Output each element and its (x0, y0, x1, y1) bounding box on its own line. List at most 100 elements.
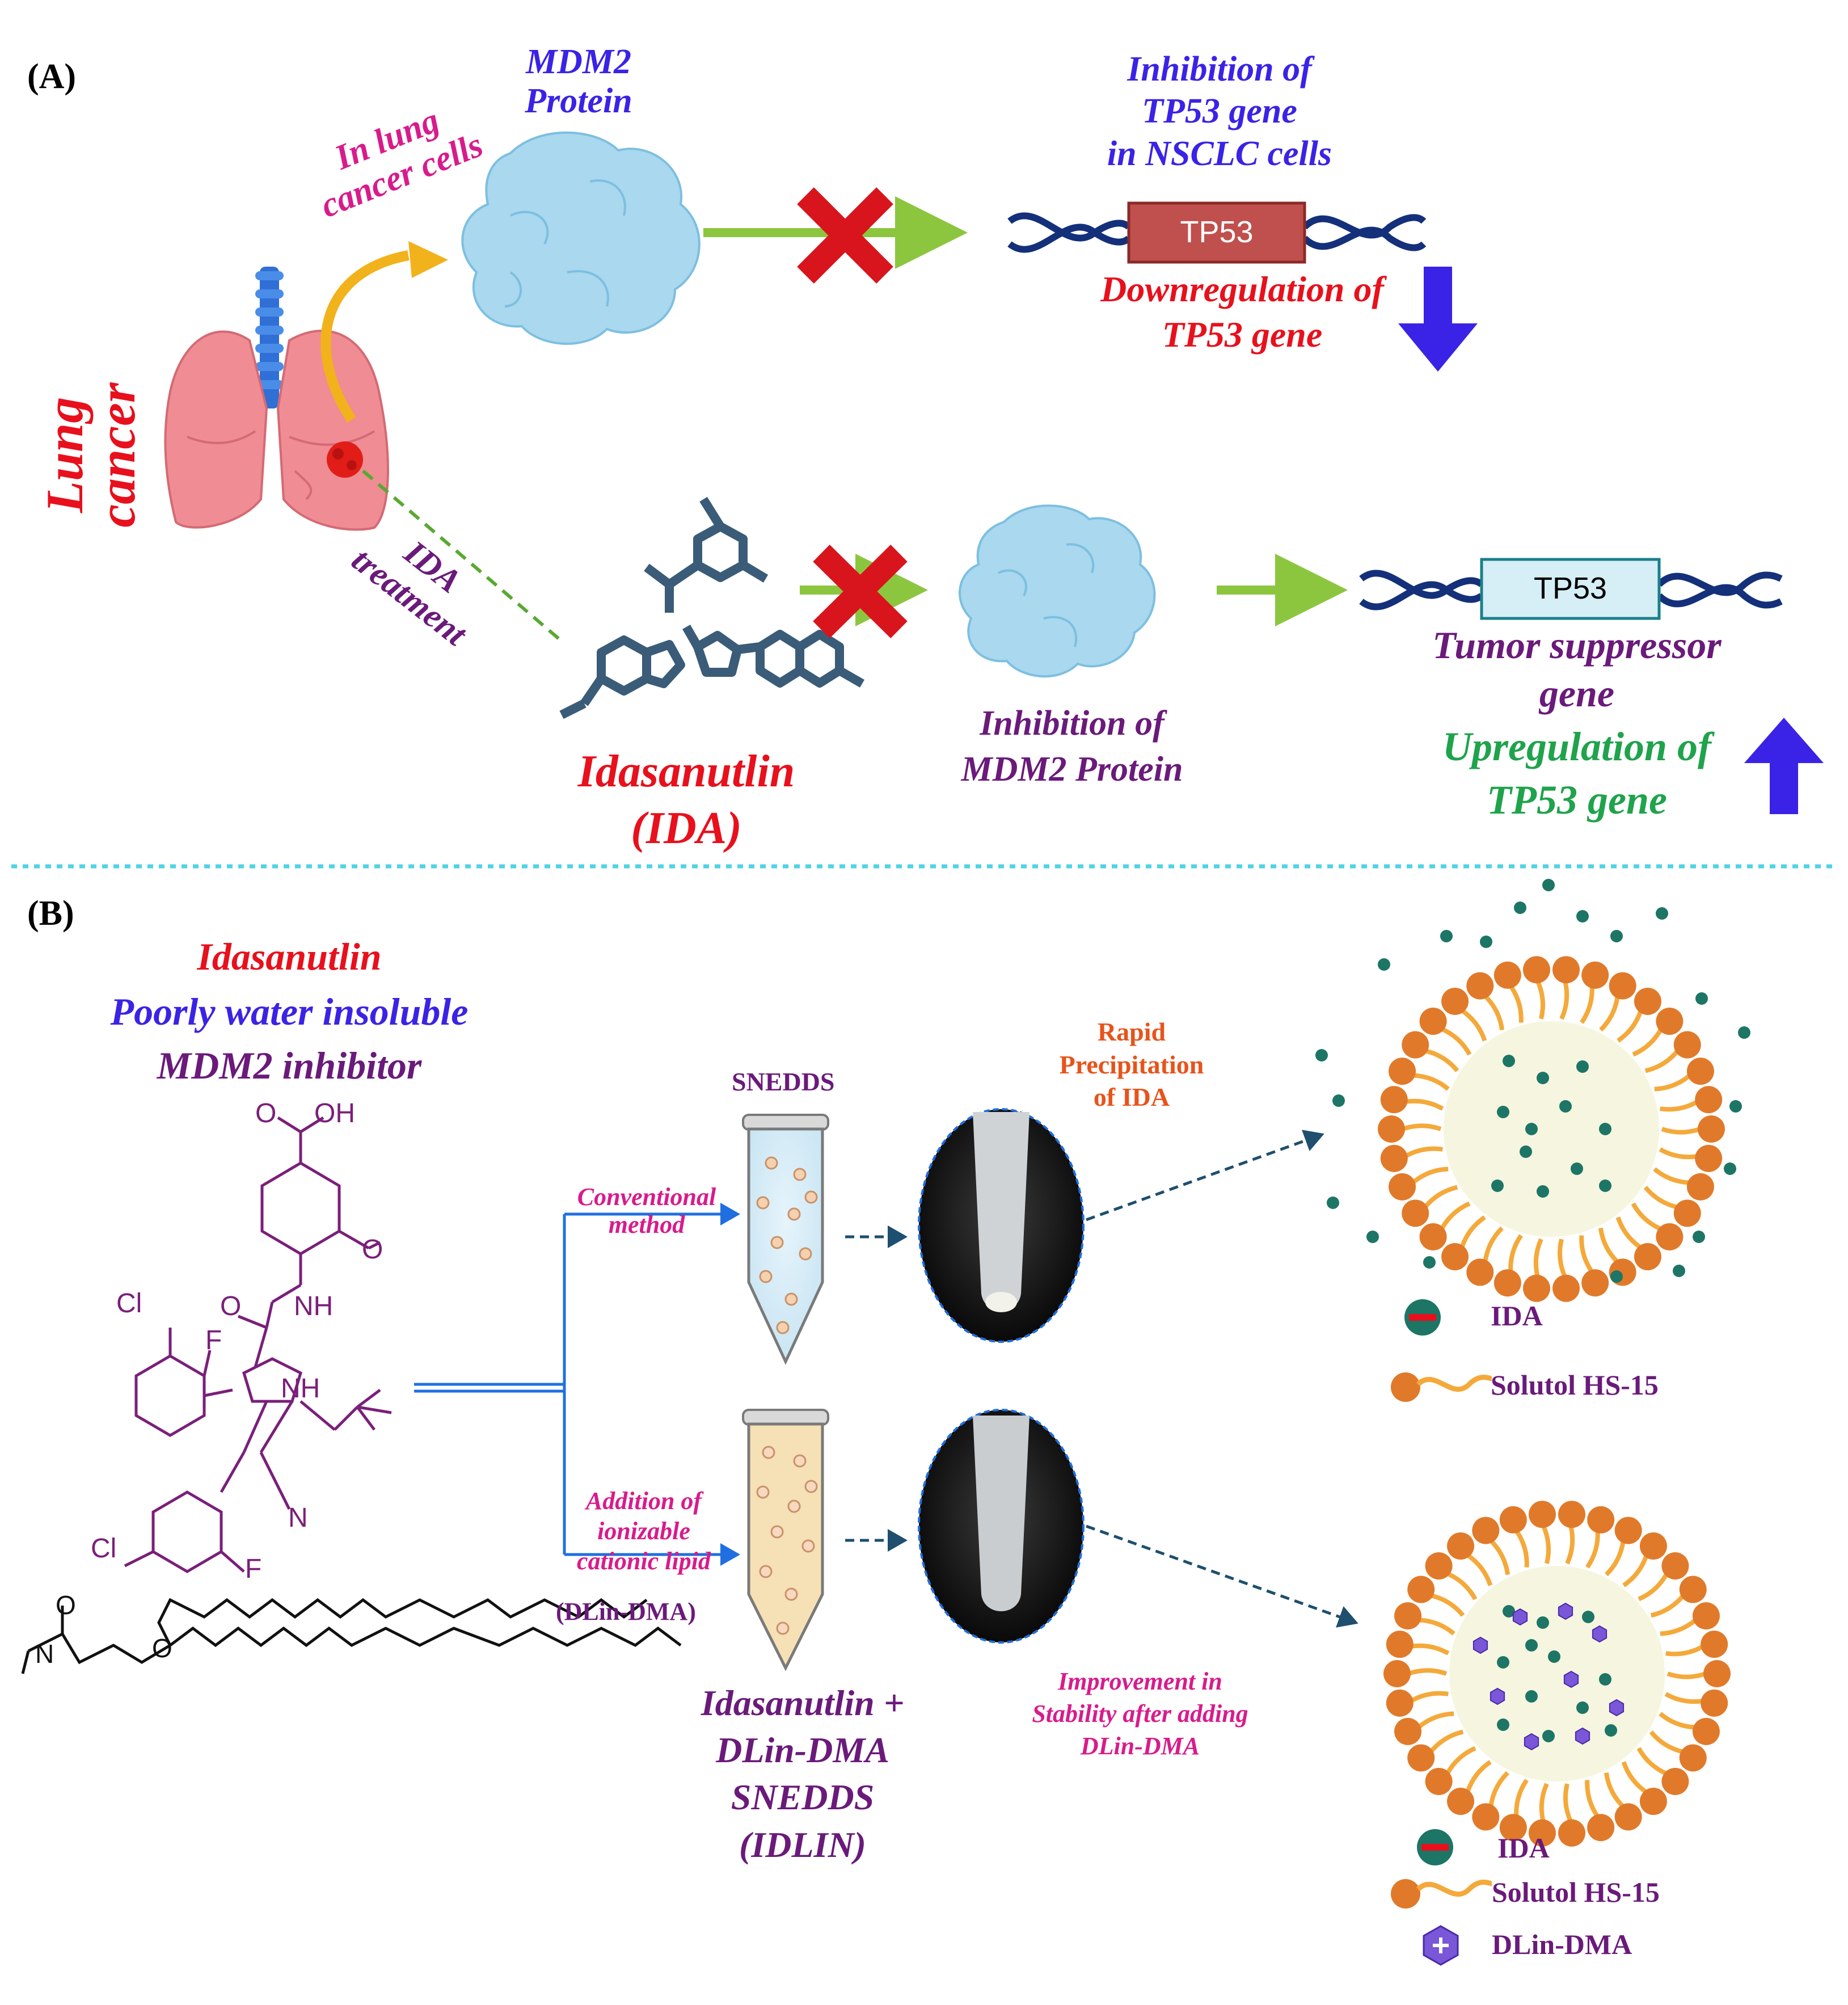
surfactant-head (1402, 1031, 1429, 1059)
chem-label-oh: O OH (255, 1098, 356, 1128)
solutol-legend-icon (1391, 1372, 1492, 1402)
idlin-label: Idasanutlin + DLin-DMA SNEDDS (IDLIN) (701, 1683, 905, 1865)
snedds-label: SNEDDS (732, 1067, 835, 1096)
surfactant-head (1466, 1258, 1494, 1286)
mdm2-protein-cloud (461, 131, 701, 345)
surfactant-tail (1440, 1026, 1472, 1056)
surfactant-tail (1446, 1571, 1478, 1600)
ida-molecule (1537, 1072, 1549, 1084)
surfactant-head (1692, 1717, 1720, 1745)
surfactant-tail (1604, 1772, 1625, 1809)
surfactant-tail (1666, 1671, 1707, 1679)
surfactant-head (1493, 1269, 1521, 1297)
surfactant-head (1701, 1631, 1728, 1658)
surfactant-head (1425, 1552, 1453, 1580)
micelle-idlin (1383, 1501, 1731, 1847)
surfactant-head (1394, 1717, 1422, 1745)
surfactant-tail (1631, 1202, 1663, 1232)
surfactant-head (1686, 1058, 1714, 1085)
ida-molecule (1559, 1100, 1572, 1113)
surfactant-tail (1622, 1554, 1649, 1587)
surfactant-tail (1659, 1712, 1696, 1730)
dlin-dma-molecule (1563, 1670, 1579, 1688)
ida-molecule (1599, 1673, 1611, 1686)
surfactant-head (1703, 1660, 1731, 1687)
chem-label-o-amide: O (220, 1291, 242, 1321)
surfactant-tail (1617, 1009, 1643, 1043)
downregulation-label: Downregulation of TP53 gene (1100, 269, 1384, 355)
surfactant-head (1695, 1144, 1723, 1172)
surfactant-tail (1533, 1238, 1543, 1278)
surfactant-tail (1424, 1048, 1459, 1072)
surfactant-head (1661, 1767, 1689, 1795)
surfactant-head (1447, 1532, 1475, 1560)
surfactant-tail (1508, 1234, 1523, 1273)
surfactant-tail (1659, 1147, 1698, 1160)
ida-legend-icon (1404, 1299, 1441, 1336)
surfactant-head (1661, 1552, 1689, 1580)
surfactant-tail (1665, 1644, 1704, 1657)
surfactant-tail (1598, 1227, 1619, 1264)
surfactant-head (1614, 1803, 1642, 1831)
panel-b-title-line2: Poorly water insoluble (110, 990, 469, 1033)
surfactant-head (1656, 1223, 1684, 1250)
legend1-ida-label: IDA (1491, 1300, 1543, 1332)
ida-molecule (1571, 1162, 1583, 1175)
ida-molecule (1491, 1180, 1504, 1192)
surfactant-head (1389, 1173, 1416, 1201)
surfactant-tail (1429, 1729, 1464, 1754)
ida-molecule (1542, 1730, 1555, 1742)
surfactant-tail (1489, 1539, 1511, 1576)
chem-label-cl2: Cl (91, 1534, 117, 1564)
dlin-dma-molecule (1575, 1727, 1590, 1745)
chem-label-ome: O (362, 1235, 383, 1265)
snedds-tube-conventional (742, 1114, 829, 1365)
ida-molecule (1693, 1231, 1705, 1243)
surfactant-head (1386, 1689, 1414, 1717)
surfactant-tail (1615, 1216, 1643, 1250)
lung-illustration (164, 267, 389, 531)
surfactant-head (1587, 1814, 1615, 1842)
micelle-conventional (1315, 879, 1750, 1302)
surfactant-tail (1459, 1215, 1486, 1249)
tumor-suppressor-label: Tumor suppressor gene (1432, 624, 1722, 715)
dna-helix-top (1007, 212, 1427, 253)
surfactant-head (1609, 972, 1636, 1000)
surfactant-tail (1580, 985, 1594, 1024)
ida-molecule (1378, 958, 1390, 971)
surfactant-head (1558, 1819, 1586, 1847)
surfactant-head (1419, 1008, 1447, 1035)
surfactant-head (1425, 1767, 1453, 1795)
down-arrow-icon (1398, 267, 1478, 372)
legend1-solutol-label: Solutol HS-15 (1491, 1369, 1659, 1401)
surfactant-tail (1653, 1167, 1690, 1185)
ida-molecule (1673, 1265, 1685, 1277)
surfactant-head (1402, 1199, 1429, 1227)
surfactant-tail (1460, 1008, 1487, 1042)
surfactant-tail (1445, 1746, 1476, 1775)
tp53-label-bottom: TP53 (1533, 571, 1607, 605)
dlin-dma-molecule (1512, 1608, 1528, 1626)
surfactant-tail (1411, 1166, 1449, 1185)
surfactant-head (1679, 1744, 1707, 1772)
surfactant-tail (1430, 1593, 1465, 1617)
ida-molecule (1656, 907, 1668, 920)
ida-molecule (1605, 1724, 1617, 1737)
surfactant-tail (1418, 1618, 1455, 1636)
dlin-dma-legend-icon (1423, 1925, 1459, 1966)
chem-label-nh-ring: NH (281, 1374, 320, 1404)
ida-molecule (1695, 992, 1708, 1005)
surfactant-tail (1636, 1747, 1668, 1776)
panel-b-label: (B) (27, 894, 74, 933)
ida-molecule (1729, 1100, 1742, 1113)
ida-molecule (1582, 1611, 1594, 1623)
ida-molecule (1610, 930, 1623, 942)
surfactant-tail (1621, 1761, 1648, 1795)
solutol-legend-icon-2 (1391, 1879, 1492, 1909)
inhibition-mdm2-label: Inhibition of MDM2 Protein (961, 704, 1183, 789)
surfactant-head (1472, 1803, 1500, 1831)
surfactant-head (1378, 1115, 1405, 1143)
rapid-precipitation-label: Rapid Precipitation of IDA (1059, 1017, 1204, 1111)
surfactant-head (1673, 1199, 1701, 1227)
surfactant-head (1634, 1243, 1661, 1271)
